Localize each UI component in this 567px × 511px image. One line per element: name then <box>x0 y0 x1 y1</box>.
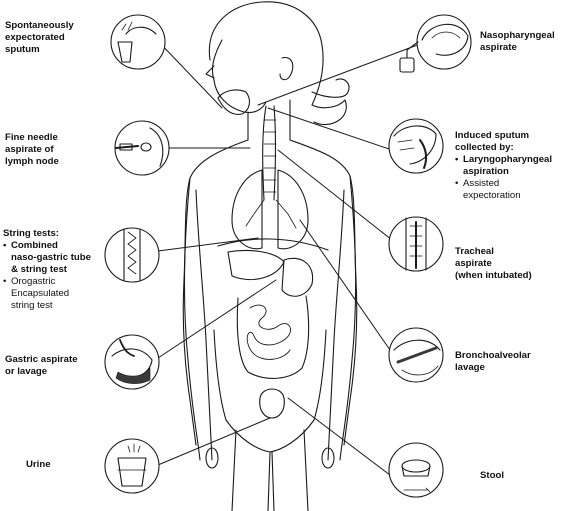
inset-nasopharyngeal <box>399 14 472 73</box>
ponytail <box>311 78 350 98</box>
bladder <box>259 388 285 419</box>
label-line: Nasopharyngeal <box>480 30 555 41</box>
inset-stool <box>388 442 444 498</box>
label-line: Urine <box>26 459 51 470</box>
label-tracheal-aspirate: Tracheal aspirate (when intubated) <box>455 246 532 282</box>
label-line: Assisted <box>463 178 500 189</box>
label-urine: Urine <box>26 459 51 471</box>
label-line: lavage <box>455 362 485 373</box>
label-bullet-item: Assisted expectoration <box>455 178 552 202</box>
label-line: collected by: <box>455 142 514 153</box>
diaphragm <box>217 238 329 251</box>
label-line: string test <box>11 300 53 311</box>
label-string-tests: String tests: Combined naso-gastric tube… <box>3 228 91 312</box>
label-line: Stool <box>480 470 504 481</box>
right-arm <box>327 175 357 461</box>
colon <box>236 295 310 379</box>
label-line: expectoration <box>463 190 521 201</box>
label-line: (when intubated) <box>455 270 532 281</box>
bronchi <box>245 199 297 229</box>
label-bronchoalveolar: Bronchoalveolar lavage <box>455 350 531 374</box>
label-fine-needle-aspirate: Fine needle aspirate of lymph node <box>5 132 59 168</box>
leader-lines <box>156 39 421 476</box>
label-stool: Stool <box>480 470 504 482</box>
label-bullet-item: Orogastric Encapsulated string test <box>3 276 91 312</box>
stomach <box>281 257 314 297</box>
hair <box>208 1 347 126</box>
left-hand <box>205 447 219 469</box>
label-line: Bronchoalveolar <box>455 350 531 361</box>
label-line: or lavage <box>5 366 48 377</box>
inset-urine <box>104 438 160 494</box>
right-lung <box>277 169 309 250</box>
label-line: Fine needle <box>5 132 58 143</box>
pelvis <box>225 419 315 453</box>
trachea-rings <box>263 119 277 193</box>
label-line: aspirate <box>480 42 517 53</box>
face <box>211 39 267 114</box>
label-bullet-item: Laryngopharyngeal aspiration <box>455 154 552 178</box>
inset-string-test <box>104 227 160 283</box>
left-arm <box>183 177 213 461</box>
inset-fine-needle-aspirate <box>114 120 170 176</box>
label-line: sputum <box>5 44 40 55</box>
label-line: Tracheal <box>455 246 494 257</box>
inset-spontaneous-sputum <box>110 14 166 70</box>
label-nasopharyngeal: Nasopharyngeal aspirate <box>480 30 555 54</box>
nose <box>205 65 215 79</box>
small-intestine <box>246 304 291 360</box>
label-spontaneous-sputum: Spontaneously expectorated sputum <box>5 20 74 56</box>
liver <box>227 249 285 281</box>
body-figure <box>182 1 358 511</box>
label-line: aspiration <box>463 166 509 177</box>
label-line: lymph node <box>5 156 59 167</box>
left-lung <box>231 169 263 250</box>
label-line: Gastric aspirate <box>5 354 78 365</box>
label-line: Induced sputum <box>455 130 530 141</box>
inset-bronchoalveolar <box>388 327 444 383</box>
label-line: aspirate of <box>5 144 54 155</box>
mouth-cavity <box>217 89 251 115</box>
internal-organs <box>217 89 329 419</box>
legs <box>231 429 309 511</box>
label-line: Orogastric <box>11 276 56 287</box>
label-line: Combined <box>11 240 58 251</box>
trachea <box>262 105 277 201</box>
neck <box>247 99 291 141</box>
label-gastric-aspirate: Gastric aspirate or lavage <box>5 354 78 378</box>
label-line: naso-gastric tube <box>11 252 91 263</box>
waist <box>213 329 327 421</box>
label-title: String tests: <box>3 228 59 239</box>
label-line: Spontaneously <box>5 20 74 31</box>
label-induced-sputum: Induced sputum collected by: Laryngophar… <box>455 130 552 202</box>
inset-gastric-aspirate <box>104 334 160 390</box>
label-line: Laryngopharyngeal <box>463 154 553 165</box>
label-bullet-item: Combined naso-gastric tube & string test <box>3 240 91 276</box>
label-line: Encapsulated <box>11 288 70 299</box>
label-line: & string test <box>11 264 67 275</box>
right-hand <box>321 447 335 469</box>
label-line: aspirate <box>455 258 492 269</box>
inset-induced-sputum <box>388 118 444 174</box>
label-line: expectorated <box>5 32 65 43</box>
ear <box>279 56 294 81</box>
inset-tracheal-aspirate <box>388 216 444 272</box>
